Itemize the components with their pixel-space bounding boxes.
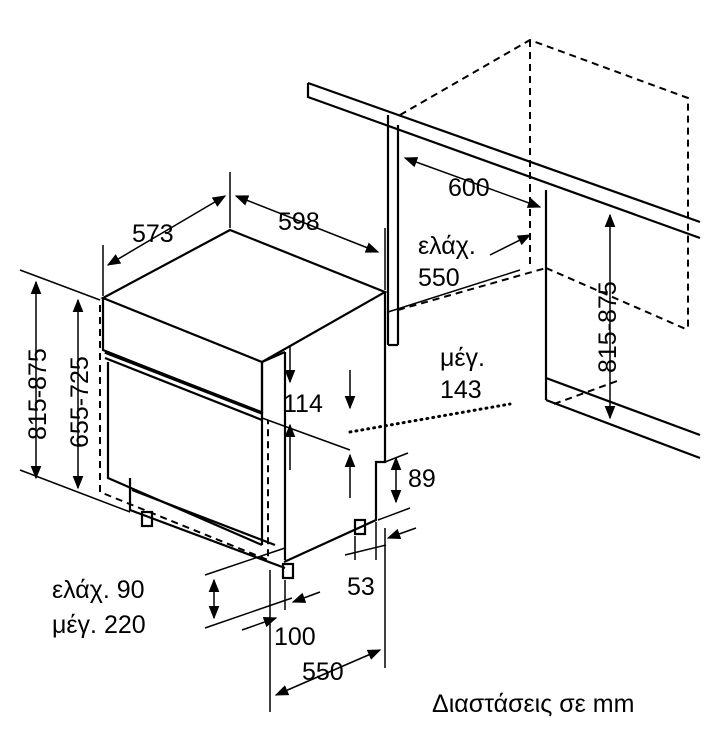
label-dim-53: 53 <box>347 573 375 601</box>
label-max-143: 143 <box>440 376 482 404</box>
label-niche-min: ελάχ. <box>418 232 476 260</box>
label-height-815-875: 815-875 <box>24 348 52 440</box>
label-niche-min-550: 550 <box>418 264 460 292</box>
dimension-lines <box>19 172 512 712</box>
label-plinth-min: ελάχ. 90 <box>52 576 145 604</box>
label-width-598: 598 <box>278 208 320 236</box>
label-max: μέγ. <box>440 344 485 372</box>
label-dim-114: 114 <box>283 390 323 418</box>
label-dim-100: 100 <box>274 623 316 651</box>
label-depth-573: 573 <box>132 220 174 248</box>
label-niche-height-815-875: 815-875 <box>594 281 622 373</box>
label-niche-width-600: 600 <box>448 174 490 202</box>
caption-units: Διαστάσεις σε mm <box>432 690 634 718</box>
label-dim-89: 89 <box>408 465 436 493</box>
installation-niche <box>306 38 701 460</box>
label-depth-550: 550 <box>302 658 344 686</box>
label-plinth-max: μέγ. 220 <box>52 611 146 639</box>
dishwasher-body <box>99 228 388 580</box>
label-height-655-725: 655-725 <box>66 356 94 448</box>
